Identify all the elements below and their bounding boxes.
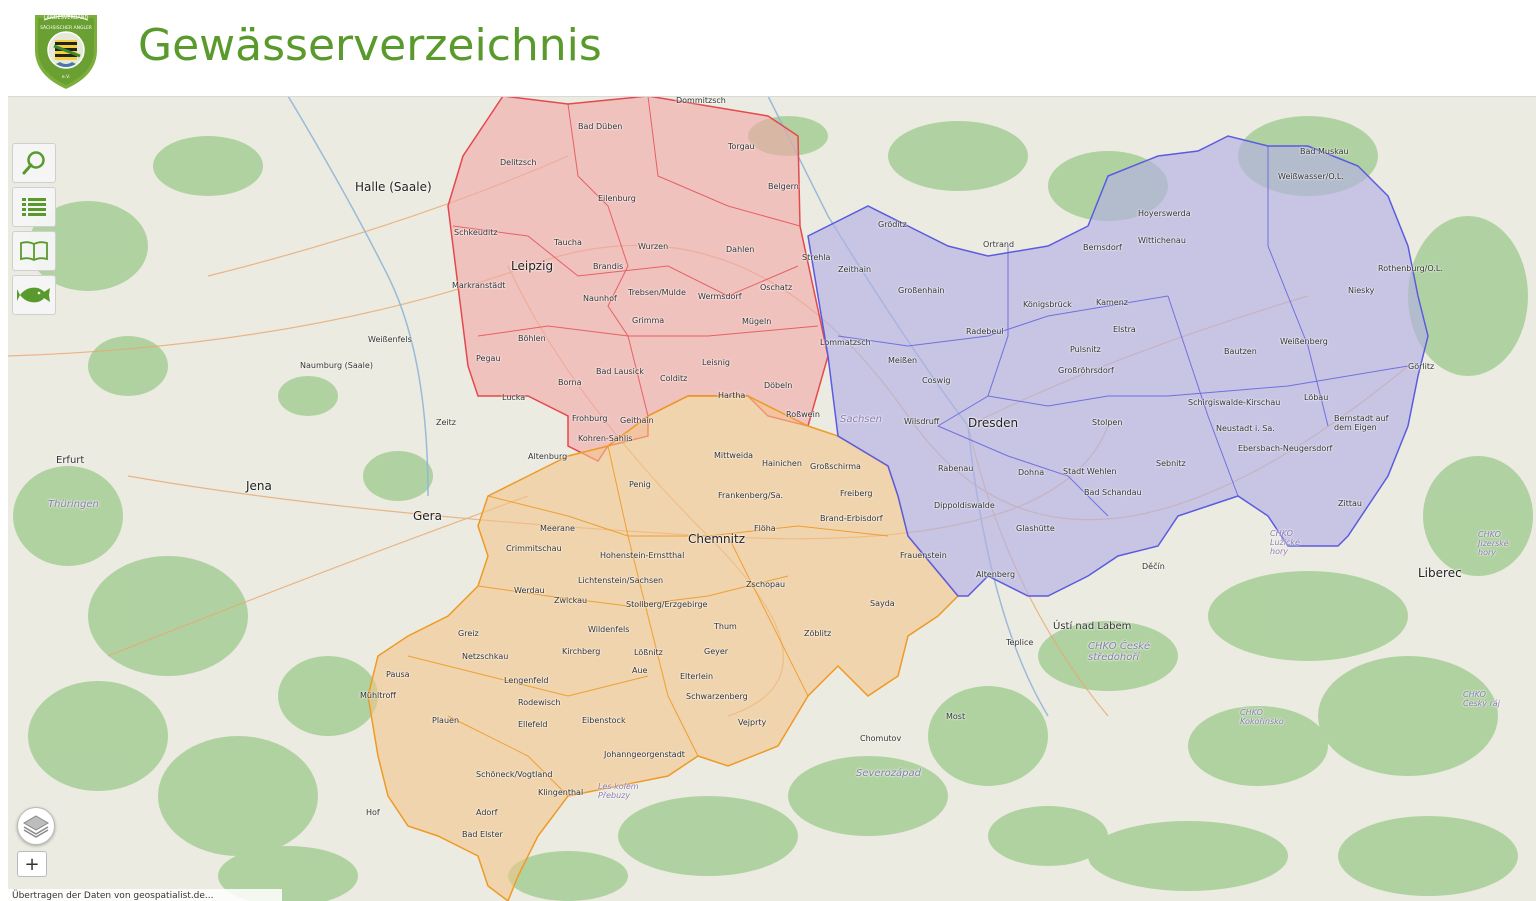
fish-icon <box>17 287 50 303</box>
map-toolbar <box>12 143 56 319</box>
region-dresden[interactable] <box>807 135 1429 597</box>
logo-text-bot: e.V. <box>62 74 70 80</box>
fish-button[interactable] <box>12 275 56 315</box>
association-logo: LANDESVERBAND SÄCHSISCHER ANGLER e.V. <box>33 13 99 92</box>
zoom-control: + <box>17 851 47 877</box>
header: LANDESVERBAND SÄCHSISCHER ANGLER e.V. Ge… <box>0 0 1536 97</box>
list-button[interactable] <box>12 187 56 227</box>
book-icon <box>20 241 48 262</box>
page-title: Gewässerverzeichnis <box>138 20 602 71</box>
search-button[interactable] <box>12 143 56 183</box>
list-icon <box>22 198 46 216</box>
map-base-layer <box>8 96 1536 901</box>
logo-text-top: LANDESVERBAND <box>44 15 89 21</box>
logo-text-mid: SÄCHSISCHER ANGLER <box>40 24 92 31</box>
search-icon <box>22 151 45 175</box>
book-button[interactable] <box>12 231 56 271</box>
status-bar: Übertragen der Daten von geospatialist.d… <box>8 889 282 901</box>
layers-icon <box>23 815 49 838</box>
map-canvas[interactable]: Halle (Saale) Leipzig Dresden Chemnitz J… <box>8 96 1536 901</box>
zoom-in-button[interactable]: + <box>24 853 40 875</box>
forest-areas <box>13 116 1533 901</box>
frame-left-edge <box>0 0 8 901</box>
layers-button[interactable] <box>17 807 55 845</box>
